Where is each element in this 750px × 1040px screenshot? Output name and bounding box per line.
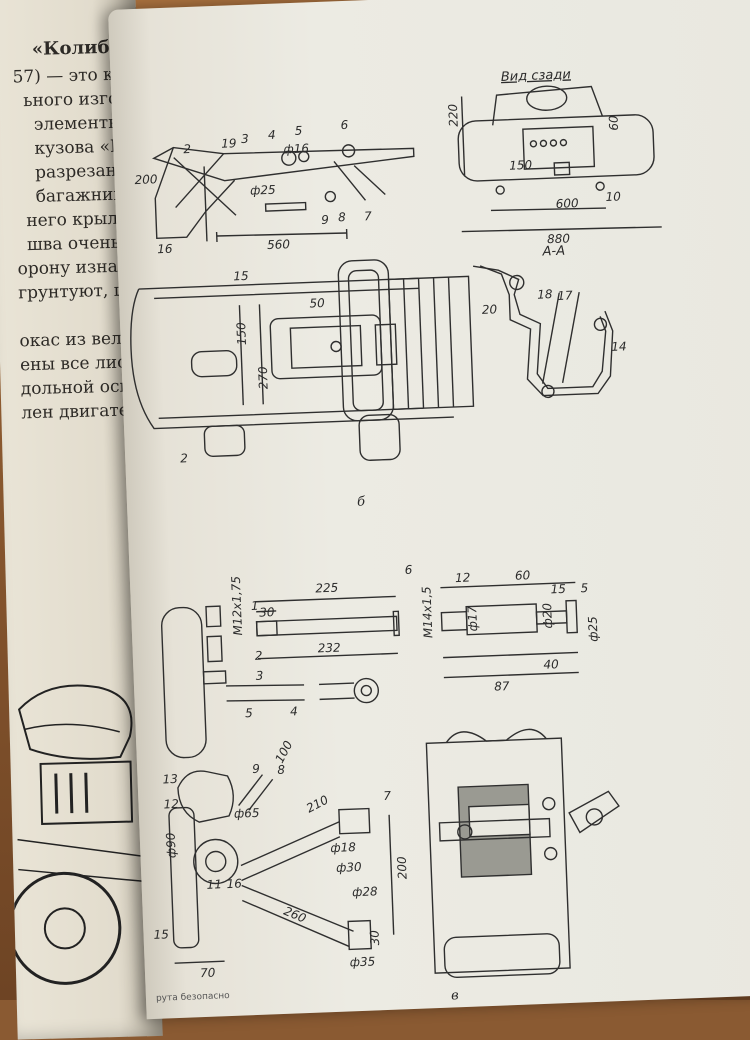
dimension-label: M14x1,5 bbox=[419, 586, 435, 638]
callout-16: 16 bbox=[226, 876, 242, 891]
hub-section-drawing bbox=[426, 726, 625, 978]
dimension-label: ф28 bbox=[352, 884, 378, 899]
right-page: Вид сзади А-А б 2 19 3 4 5 6 7 8 9 15 16… bbox=[108, 0, 750, 1019]
callout-10: 10 bbox=[605, 189, 621, 204]
callout-1: 1 bbox=[251, 599, 259, 613]
callout-12: 12 bbox=[163, 797, 179, 812]
dimension-label: ф25 bbox=[586, 616, 601, 642]
dimension-label: 87 bbox=[494, 679, 510, 694]
callout-14: 14 bbox=[611, 339, 627, 354]
frame-top-view bbox=[128, 256, 475, 469]
dimension-label: ф35 bbox=[349, 954, 375, 969]
callout-5: 5 bbox=[245, 706, 253, 720]
callout-9: 9 bbox=[321, 213, 329, 227]
dimension-label: 600 bbox=[556, 196, 580, 211]
callout-4: 4 bbox=[290, 704, 298, 718]
wheel-assembly-drawing bbox=[161, 600, 381, 758]
dimension-label: 560 bbox=[267, 237, 291, 252]
dimension-label: ф25 bbox=[250, 183, 276, 198]
callout-7: 7 bbox=[383, 789, 392, 803]
dimension-label: 232 bbox=[317, 641, 340, 656]
callout-19: 19 bbox=[221, 136, 237, 151]
dimension-label: 15 bbox=[550, 582, 566, 597]
callout-5: 5 bbox=[295, 124, 303, 138]
dimension-label: ф17 bbox=[465, 605, 480, 631]
dimension-label: 30 bbox=[368, 930, 383, 946]
dimension-label: 50 bbox=[309, 296, 325, 311]
callout-15: 15 bbox=[153, 927, 169, 942]
callout-2: 2 bbox=[183, 142, 191, 156]
callout-17: 17 bbox=[557, 288, 573, 303]
rear-view-drawing bbox=[456, 82, 661, 235]
callout-11: 11 bbox=[206, 877, 222, 892]
dimension-label: 150 bbox=[509, 158, 533, 173]
dimension-label: ф16 bbox=[283, 141, 309, 156]
callout-15: 15 bbox=[233, 269, 249, 284]
callout-6: 6 bbox=[404, 563, 413, 577]
dimension-label: 220 bbox=[446, 103, 461, 127]
callout-3: 3 bbox=[241, 132, 249, 146]
dimension-label: ф30 bbox=[336, 860, 362, 875]
dimension-label: ф90 bbox=[164, 832, 179, 858]
dimension-label: 880 bbox=[547, 231, 571, 246]
dimension-label: 2 bbox=[180, 451, 188, 465]
dimension-label: 200 bbox=[395, 856, 410, 880]
dimension-label: 60 bbox=[515, 568, 531, 583]
callout-13: 13 bbox=[162, 772, 178, 787]
callout-18: 18 bbox=[537, 287, 553, 302]
callout-3: 3 bbox=[255, 669, 263, 683]
dimension-label: 100 bbox=[272, 738, 295, 765]
section-aa-drawing bbox=[473, 261, 615, 400]
rear-view-title: Вид сзади bbox=[501, 67, 571, 85]
dimension-label: 12 bbox=[455, 571, 471, 586]
dimension-label: 150 bbox=[234, 322, 249, 346]
dimension-label: M12x1,75 bbox=[229, 576, 245, 636]
dimension-label: 270 bbox=[256, 366, 271, 390]
dimension-label: ф18 bbox=[330, 840, 356, 855]
dimension-label: 60 bbox=[606, 115, 621, 131]
figure-v-caption: в bbox=[451, 988, 459, 1003]
dimension-label: 40 bbox=[543, 657, 559, 672]
callout-9: 9 bbox=[252, 762, 260, 776]
technical-drawings: Вид сзади А-А б 2 19 3 4 5 6 7 8 9 15 16… bbox=[108, 0, 750, 1019]
dimension-label: 70 bbox=[200, 966, 216, 981]
callout-16: 16 bbox=[157, 242, 173, 257]
callout-20: 20 bbox=[482, 302, 498, 317]
callout-4: 4 bbox=[268, 128, 276, 142]
callout-2: 2 bbox=[255, 649, 263, 663]
dimension-label: ф20 bbox=[540, 602, 555, 628]
callout-6: 6 bbox=[340, 118, 349, 132]
dimension-label: 200 bbox=[134, 172, 158, 187]
dimension-label: 30 bbox=[259, 605, 275, 620]
dimension-label: ф65 bbox=[234, 806, 260, 821]
dimension-label: 210 bbox=[304, 792, 331, 815]
callout-7: 7 bbox=[364, 209, 373, 223]
dimension-label: 225 bbox=[315, 581, 338, 596]
figure-b-caption: б bbox=[357, 494, 366, 509]
callout-8: 8 bbox=[338, 210, 347, 224]
dimension-label: 5 bbox=[580, 581, 588, 595]
